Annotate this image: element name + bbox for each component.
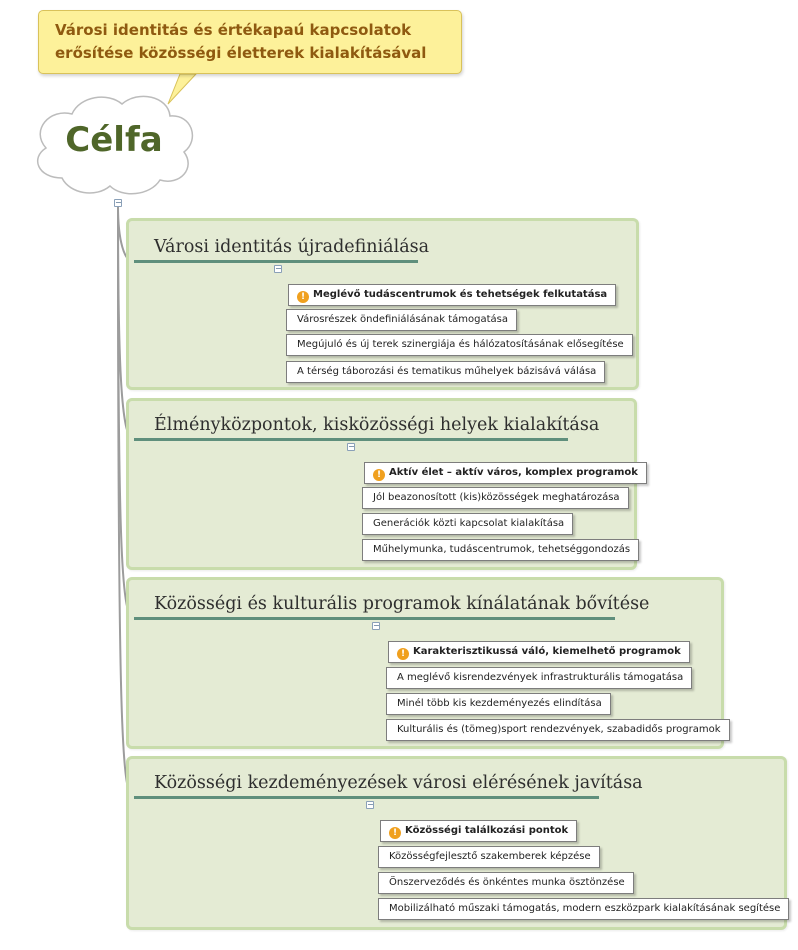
branch-title-2[interactable]: Élményközpontok, kisközösségi helyek kia… [154,415,600,435]
leaf-item[interactable]: Megújuló és új terek szinergiája és háló… [286,334,633,356]
collapse-icon[interactable]: − [347,442,355,451]
leaf-label: Önszerveződés és önkéntes munka ösztönzé… [389,877,625,888]
leaf-label: A térség táborozási és tematikus műhelye… [297,366,597,377]
branch-underline-3 [134,617,615,620]
leaf-item[interactable]: A térség táborozási és tematikus műhelye… [286,361,606,383]
warning-icon: ! [397,648,409,660]
leaf-item[interactable]: ! Meglévő tudáscentrumok és tehetségek fe… [288,284,617,306]
leaf-item[interactable]: Közösségfejlesztő szakemberek képzése [378,846,600,868]
leaf-label: Mobilizálható műszaki támogatás, modern … [389,903,781,914]
leaf-item[interactable]: ! Karakterisztikussá váló, kiemelhető pro… [388,641,690,663]
warning-icon: ! [297,291,309,303]
leaf-item[interactable]: Önszerveződés és önkéntes munka ösztönzé… [378,872,634,894]
goal-callout: Városi identitás és értékapaú kapcsolato… [38,10,462,74]
cloud-shape [36,95,194,195]
callout-line-2: erősítése közösségi életterek kialakítás… [55,44,427,62]
leaf-label: Jól beazonosított (kis)közösségek meghat… [373,492,620,503]
leaf-item[interactable]: A meglévő kisrendezvények infrastrukturá… [386,667,693,689]
collapse-icon[interactable]: − [372,621,380,630]
leaf-label: Generációk közti kapcsolat kialakítása [373,518,565,529]
leaf-item[interactable]: Generációk közti kapcsolat kialakítása [362,513,574,535]
warning-icon: ! [373,469,385,481]
leaf-label: Városrészek öndefiniálásának támogatása [297,314,508,325]
leaf-item[interactable]: Jól beazonosított (kis)közösségek meghat… [362,487,629,509]
leaf-label: Közösségi találkozási pontok [405,825,569,836]
leaf-item[interactable]: Kulturális és (tömeg)sport rendezvények,… [386,719,730,741]
branch-underline-4 [134,796,599,799]
leaf-item[interactable]: Mobilizálható műszaki támogatás, modern … [378,898,790,920]
leaf-label: Kulturális és (tömeg)sport rendezvények,… [397,724,721,735]
collapse-icon[interactable]: − [114,198,122,207]
leaf-item[interactable]: ! Aktív élet – aktív város, komplex progr… [364,462,647,484]
leaf-label: Műhelymunka, tudáscentrumok, tehetséggon… [373,544,631,555]
root-node-label[interactable]: Célfa [65,120,163,160]
leaf-label: Aktív élet – aktív város, komplex progra… [389,467,638,478]
collapse-icon[interactable]: − [366,800,374,809]
leaf-label: Közösségfejlesztő szakemberek képzése [389,851,591,862]
callout-line-1: Városi identitás és értékapaú kapcsolato… [55,21,412,39]
leaf-label: Meglévő tudáscentrumok és tehetségek fel… [313,289,608,300]
branch-title-4[interactable]: Közösségi kezdeményezések városi elérésé… [154,773,643,793]
leaf-label: A meglévő kisrendezvények infrastrukturá… [397,672,684,683]
leaf-item[interactable]: Városrészek öndefiniálásának támogatása [286,309,517,331]
branch-title-3[interactable]: Közösségi és kulturális programok kínála… [154,594,650,614]
callout-pointer [167,73,198,105]
leaf-item[interactable]: ! Közösségi találkozási pontok [380,820,578,842]
branch-underline-2 [134,438,568,441]
leaf-label: Megújuló és új terek szinergiája és háló… [297,339,624,350]
warning-icon: ! [389,827,401,839]
branch-underline-1 [134,260,418,263]
leaf-item[interactable]: Műhelymunka, tudáscentrumok, tehetséggon… [362,539,640,561]
leaf-label: Minél több kis kezdeményezés elindítása [397,698,602,709]
leaf-label: Karakterisztikussá váló, kiemelhető prog… [413,646,681,657]
leaf-item[interactable]: Minél több kis kezdeményezés elindítása [386,693,611,715]
branch-title-1[interactable]: Városi identitás újradefiniálása [154,237,430,257]
collapse-icon[interactable]: − [274,264,282,273]
